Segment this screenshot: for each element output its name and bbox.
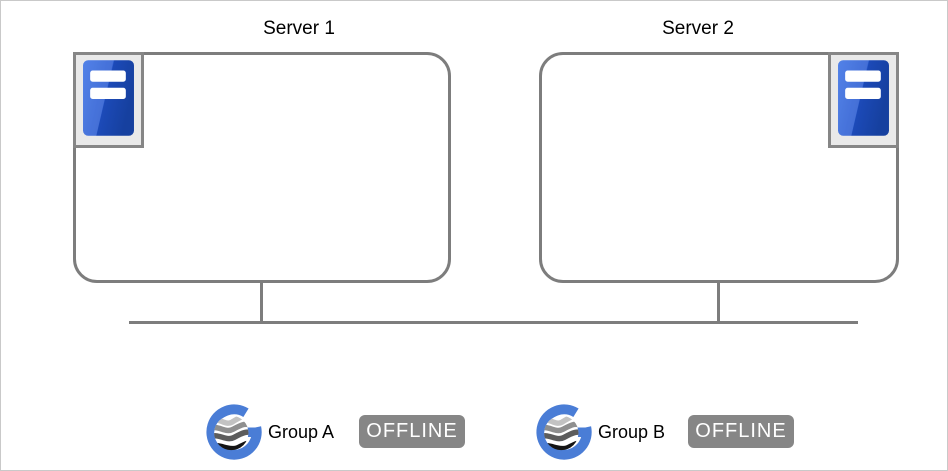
server-2-network-connector xyxy=(717,282,720,323)
server-tower-icon xyxy=(837,59,890,142)
server-tower-icon xyxy=(82,59,135,142)
group-globe-logo xyxy=(205,403,263,461)
group-b-label: Group B xyxy=(598,422,666,442)
group-globe-logo xyxy=(535,403,593,461)
server-1-icon-tile xyxy=(73,52,144,148)
server-1-network-connector xyxy=(260,282,263,323)
group-a-status-badge: OFFLINE xyxy=(359,415,465,448)
server-2-title: Server 2 xyxy=(662,18,734,39)
server-2-icon-tile xyxy=(828,52,899,148)
group-a-label: Group A xyxy=(268,422,335,442)
server-1-title: Server 1 xyxy=(263,18,335,39)
group-b-status-badge: OFFLINE xyxy=(688,415,794,448)
network-bus-line xyxy=(129,321,858,324)
